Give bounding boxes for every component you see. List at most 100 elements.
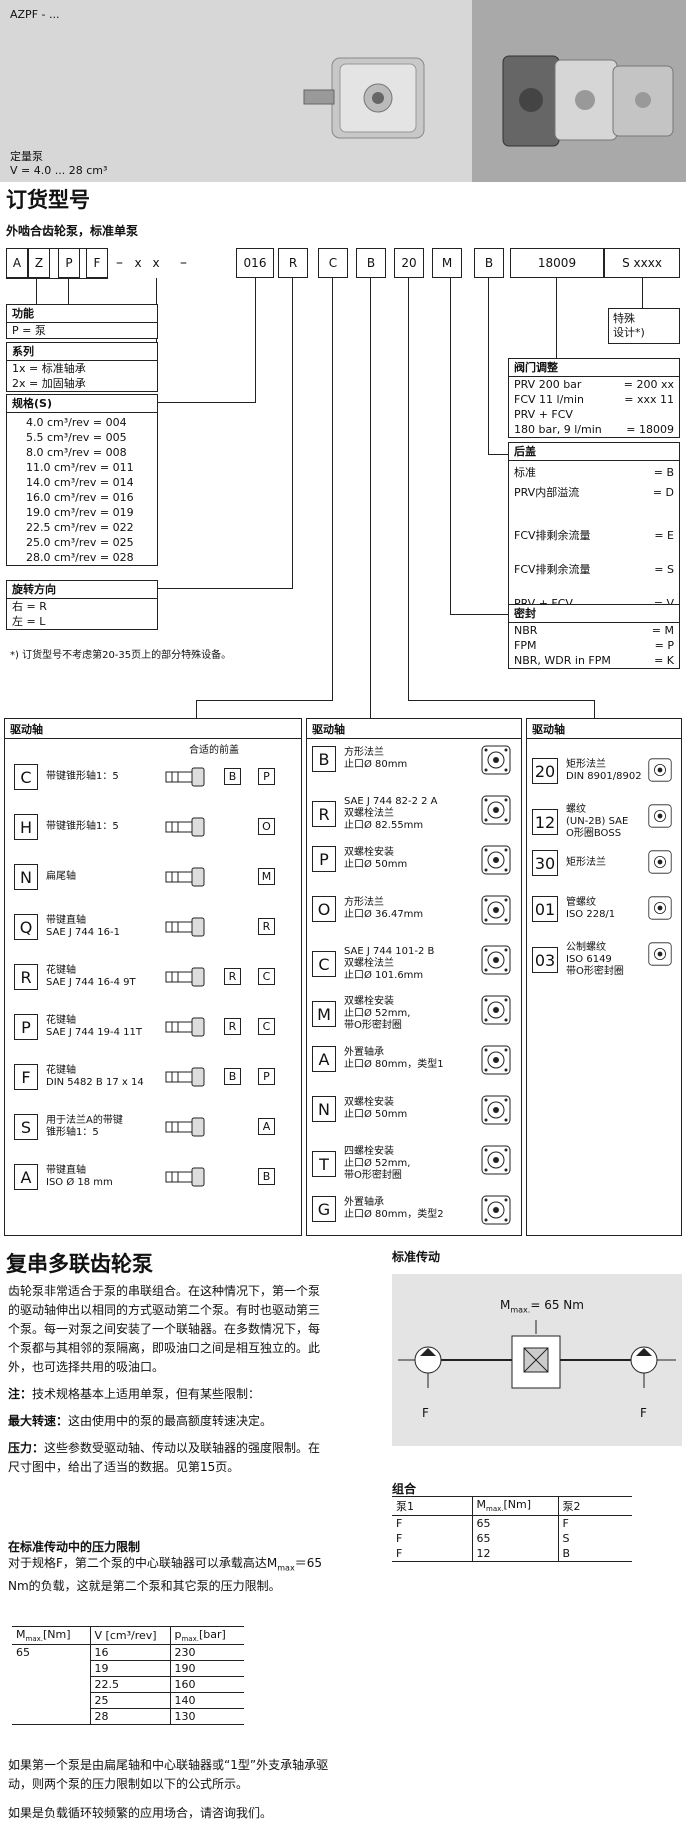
flange-icon xyxy=(481,1195,511,1225)
code-dash: – xyxy=(116,255,123,271)
code-cell: B xyxy=(474,248,504,278)
front-cover-code: C xyxy=(258,968,275,985)
code-cell: M xyxy=(432,248,462,278)
flange-icon xyxy=(481,845,511,875)
single-pump-image xyxy=(303,57,425,139)
combination-title: 组合 xyxy=(392,1482,417,1496)
max-speed-line: 最大转速：这由使用中的泵的最高额度转速决定。 xyxy=(8,1414,273,1428)
code-cell: P xyxy=(58,248,80,278)
rotation-box: 旋转方向 右 = R 左 = L xyxy=(6,580,158,630)
front-cover-code: A xyxy=(258,1118,275,1135)
footnote: *) 订货型号不考虑第20-35页上的部分特殊设备。 xyxy=(10,650,232,661)
front-cover-code: B xyxy=(224,1068,241,1085)
code-cell: B xyxy=(356,248,386,278)
shaft-icon xyxy=(165,967,205,987)
front-cover-code: B xyxy=(224,768,241,785)
front-cover-code: P xyxy=(258,768,275,785)
flange-icon xyxy=(481,1145,511,1175)
code-cell: x xyxy=(146,248,166,278)
front-cover-code: R xyxy=(258,918,275,935)
port-icon xyxy=(648,804,672,828)
code-cell: R xyxy=(278,248,308,278)
shaft-icon xyxy=(165,917,205,937)
flange-icon xyxy=(481,1095,511,1125)
f-label-left: F xyxy=(422,1406,429,1420)
valve-setting-box: 阀门调整 PRV 200 bar= 200 xx FCV 11 l/min= x… xyxy=(508,358,680,438)
code-cell: C xyxy=(318,248,348,278)
code-cell: Z xyxy=(28,248,50,278)
flange-icon xyxy=(481,945,511,975)
flange-icon xyxy=(481,995,511,1025)
tandem-pump-schematic xyxy=(398,1320,676,1389)
port-icon xyxy=(648,850,672,874)
shaft-icon xyxy=(165,817,205,837)
front-cover-code: M xyxy=(258,868,275,885)
flange-section: 驱动轴 xyxy=(306,718,522,1236)
seal-box: 密封 NBR= M FPM= P NBR, WDR in FPM= K xyxy=(508,604,680,669)
pressure-paragraph: 压力：这些参数受驱动轴、传动以及联轴器的强度限制。在 尺寸图中，给出了适当的数据… xyxy=(8,1441,321,1474)
shaft-icon xyxy=(165,1017,205,1037)
shaft-icon xyxy=(165,1167,205,1187)
flange-icon xyxy=(481,1045,511,1075)
shaft-icon xyxy=(165,1117,205,1137)
front-cover-code: R xyxy=(224,968,241,985)
special-design-box: 特殊 设计*) xyxy=(608,308,680,344)
flange-icon xyxy=(481,895,511,925)
port-icon xyxy=(648,758,672,782)
multi-pump-paragraph: 齿轮泵非常适合于泵的串联组合。在这种情况下，第一个泵 的驱动轴伸出以相同的方式驱… xyxy=(8,1284,321,1374)
code-cell: 18009 xyxy=(510,248,604,278)
consult-line: 如果是负载循环较频繁的应用场合，请咨询我们。 xyxy=(8,1806,273,1820)
note-line: 注：技术规格基本上适用单泵，但有某些限制： xyxy=(8,1387,261,1401)
drive-shaft-section: 驱动轴 合适的前盖 xyxy=(4,718,302,1236)
multi-pump-image xyxy=(502,55,674,147)
shaft-icon xyxy=(165,767,205,787)
front-cover-code: O xyxy=(258,818,275,835)
code-dash: – xyxy=(180,255,187,271)
pressure-limit-text: 对于规格F，第二个泵的中心联轴器可以承载高达Mmax＝65 Nm的负载，这就是第… xyxy=(8,1556,322,1594)
shaft-icon xyxy=(165,867,205,887)
code-cell: A xyxy=(6,248,28,278)
front-cover-code: P xyxy=(258,1068,275,1085)
code-cell: S xxxx xyxy=(604,248,680,278)
multi-pump-title: 复串多联齿轮泵 xyxy=(6,1252,153,1276)
ordering-subtitle: 外啮合齿轮泵，标准单泵 xyxy=(6,224,139,238)
port-icon xyxy=(648,896,672,920)
flange-icon xyxy=(481,745,511,775)
torque-label: Mmax.= 65 Nm xyxy=(500,1298,584,1315)
port-icon xyxy=(648,942,672,966)
front-cover-code: C xyxy=(258,1018,275,1035)
size-box: 规格(S) 4.0 cm³/rev = 004 5.5 cm³/rev = 00… xyxy=(6,394,158,566)
code-cell: 016 xyxy=(236,248,274,278)
